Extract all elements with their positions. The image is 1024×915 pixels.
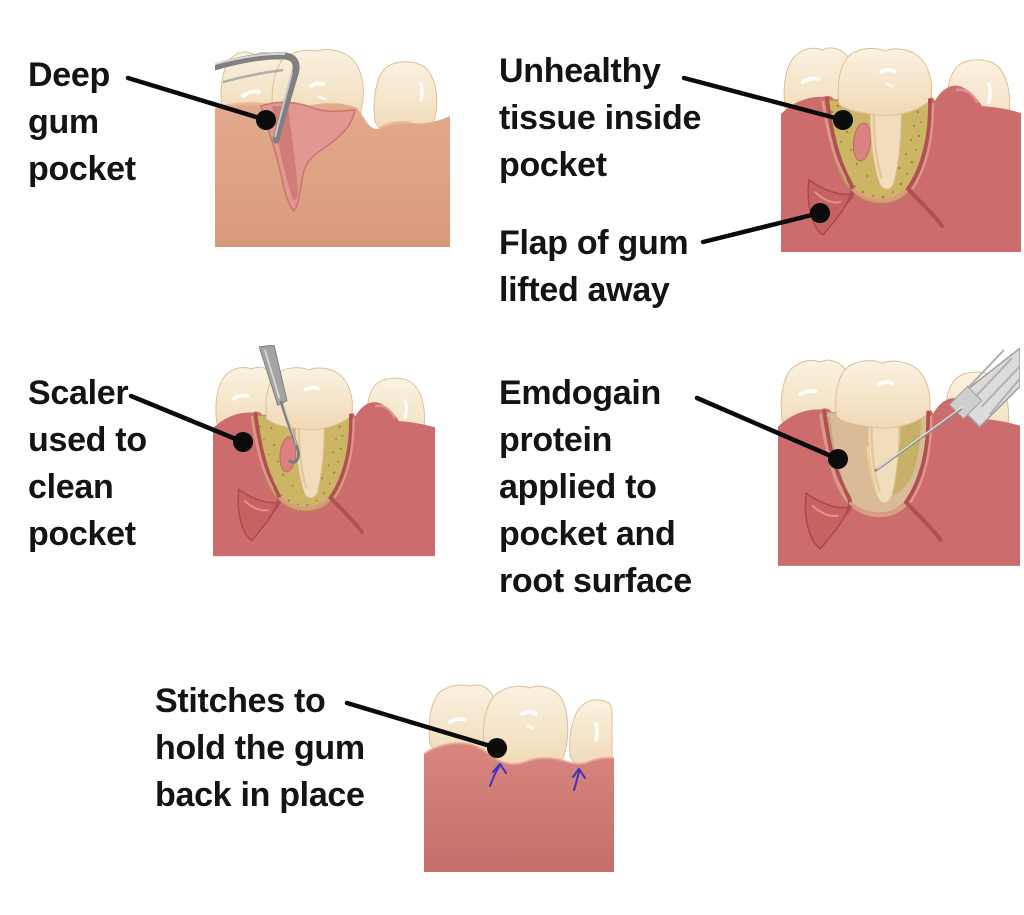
syringe-icon (874, 348, 1020, 473)
label-unhealthy-tissue: Unhealthy tissue inside pocket (499, 52, 702, 184)
illustration-flap-lifted (781, 47, 1021, 252)
label-emdogain: Emdogain protein applied to pocket and r… (499, 374, 692, 600)
center-tooth-crown (265, 367, 353, 431)
label-flap-of-gum: Flap of gum lifted away (499, 224, 689, 309)
illustration-deep-gum-pocket (215, 49, 450, 247)
center-tooth-crown (835, 360, 931, 429)
label-stitches: Stitches to hold the gum back in place (155, 682, 365, 814)
illustration-emdogain (778, 348, 1020, 566)
stitches-icon (489, 763, 586, 791)
scaler-icon (258, 345, 300, 464)
illustration-scaler (213, 345, 435, 557)
healed-gum (424, 742, 614, 872)
periodontal-probe-icon (215, 52, 300, 144)
label-deep-gum-pocket: Deep gum pocket (28, 56, 136, 188)
center-tooth-crown (837, 48, 933, 116)
granulation-tissue (852, 122, 872, 162)
lifted-gum-flap (237, 488, 279, 542)
lifted-gum-flap (804, 491, 850, 550)
illustration-stitches (424, 684, 614, 872)
tooth-shine-marks (798, 380, 894, 397)
label-scaler: Scaler used to clean pocket (28, 374, 147, 553)
